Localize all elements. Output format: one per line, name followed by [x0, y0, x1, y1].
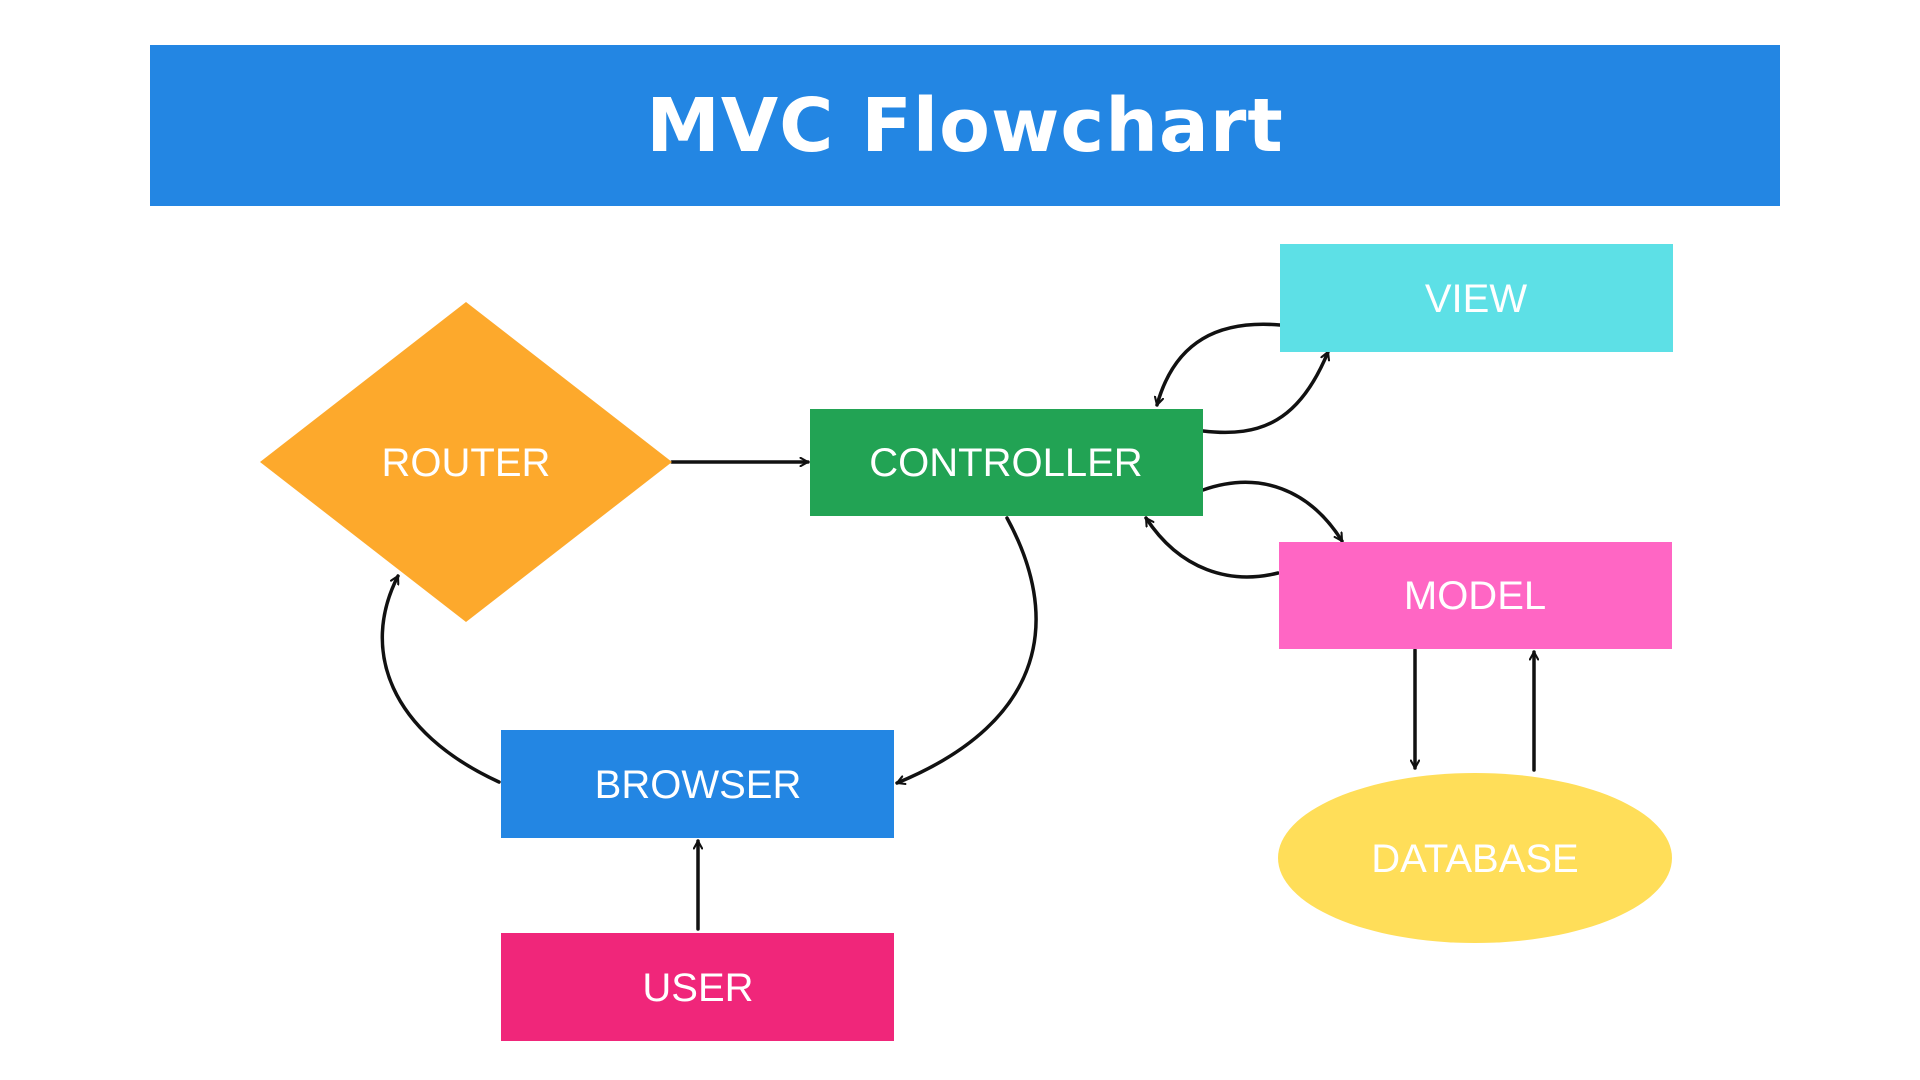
- controller-label: CONTROLLER: [869, 441, 1142, 485]
- database-label: DATABASE: [1371, 837, 1578, 881]
- edge-view-to-controller: [1157, 322, 1282, 407]
- edge-controller-to-model: [1201, 480, 1344, 543]
- user-node: USER: [501, 933, 894, 1041]
- database-node: DATABASE: [1278, 773, 1672, 943]
- view-shape: [1280, 244, 1673, 352]
- diagram-title: MVC Flowchart: [646, 82, 1284, 169]
- browser-label: BROWSER: [595, 763, 802, 807]
- model-label: MODEL: [1404, 574, 1546, 618]
- controller-node: CONTROLLER: [810, 409, 1203, 516]
- router-label: ROUTER: [382, 441, 551, 485]
- edge-controller-to-browser: [895, 516, 1038, 783]
- edge-model-to-controller: [1144, 516, 1280, 579]
- edge-browser-to-router: [380, 574, 501, 784]
- view-node: VIEW: [1280, 244, 1673, 352]
- browser-shape: [501, 730, 894, 838]
- view-label: VIEW: [1425, 277, 1527, 321]
- title-banner: MVC Flowchart: [150, 45, 1780, 206]
- user-label: USER: [642, 966, 753, 1010]
- router-shape: [260, 302, 672, 622]
- model-shape: [1279, 542, 1672, 649]
- router-node: ROUTER: [260, 302, 672, 622]
- controller-shape: [810, 409, 1203, 516]
- edge-controller-to-view: [1201, 350, 1328, 435]
- database-shape: [1278, 773, 1672, 943]
- user-shape: [501, 933, 894, 1041]
- model-node: MODEL: [1279, 542, 1672, 649]
- browser-node: BROWSER: [501, 730, 894, 838]
- connectors: [380, 322, 1534, 931]
